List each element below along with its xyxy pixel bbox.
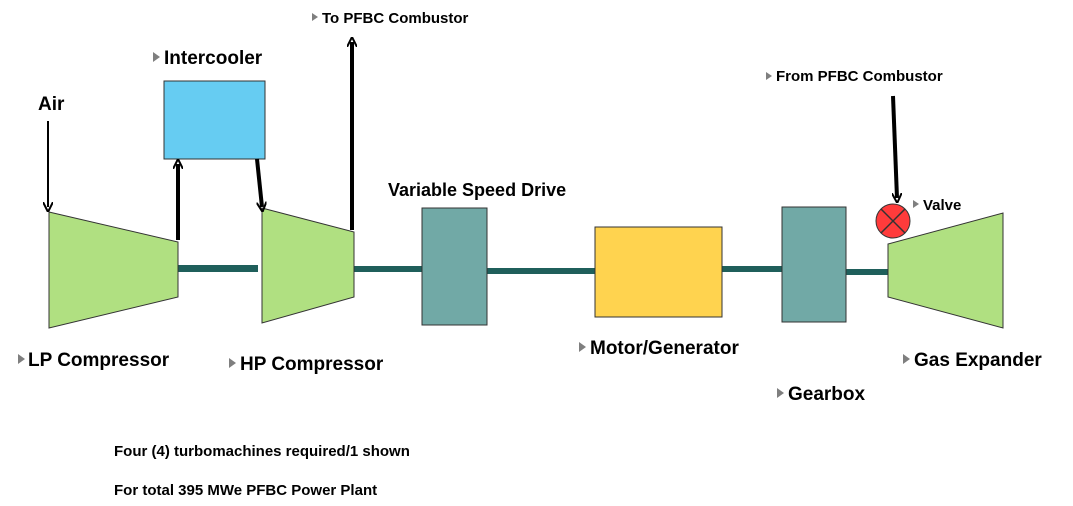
- to-combustor-label: To PFBC Combustor: [322, 10, 469, 27]
- lp-compressor-shape: [48, 211, 179, 329]
- shaft-hp-drive: [354, 266, 422, 272]
- motor-generator-label: Motor/Generator: [590, 338, 739, 359]
- note-line-2: For total 395 MWe PFBC Power Plant: [114, 482, 377, 499]
- shaft-drive-motor: [487, 268, 595, 274]
- variable-speed-drive-label: Variable Speed Drive: [388, 180, 566, 200]
- hp-compressor-shape: [261, 207, 355, 324]
- air-label: Air: [38, 94, 65, 115]
- bullet-icon: [229, 358, 236, 368]
- bullet-icon: [766, 72, 772, 80]
- gas-expander-label: Gas Expander: [914, 350, 1042, 371]
- gas-expander-shape: [887, 212, 1004, 329]
- bullet-icon: [312, 13, 318, 21]
- intercooler-label: Intercooler: [164, 48, 263, 69]
- gearbox-box: [781, 206, 847, 323]
- combustor-to-valve-arrow: [891, 95, 897, 198]
- hp-compressor-label: HP Compressor: [240, 354, 384, 375]
- bullet-icon: [18, 354, 25, 364]
- gearbox-label: Gearbox: [788, 384, 866, 405]
- valve-icon: [875, 203, 911, 239]
- bullet-icon: [579, 342, 586, 352]
- from-combustor-label: From PFBC Combustor: [776, 68, 943, 85]
- shaft-gearbox-expander: [846, 269, 888, 275]
- note-line-1: Four (4) turbomachines required/1 shown: [114, 443, 410, 460]
- bullet-icon: [913, 200, 919, 208]
- lp-compressor-label: LP Compressor: [28, 350, 170, 371]
- bullet-icon: [153, 52, 160, 62]
- intercooler-box: [163, 80, 266, 160]
- bullet-icon: [777, 388, 784, 398]
- bullet-icon: [903, 354, 910, 364]
- valve-label: Valve: [923, 197, 961, 214]
- shaft-motor-gearbox: [720, 266, 782, 272]
- motor-generator-box: [594, 226, 723, 318]
- shaft-lp-hp: [178, 265, 258, 272]
- variable-speed-drive-box: [421, 207, 488, 326]
- intercooler-to-hp-arrow: [255, 158, 262, 207]
